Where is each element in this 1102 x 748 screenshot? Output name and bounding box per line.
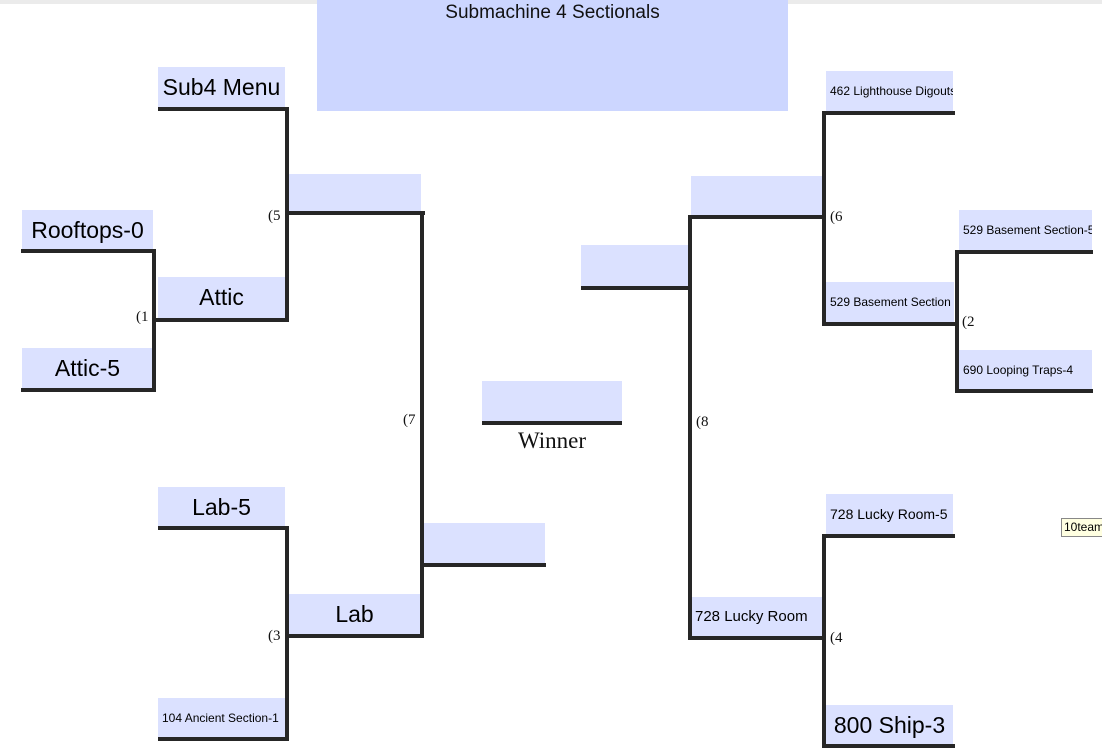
bracket-line: [822, 322, 959, 326]
bracket-line: [688, 636, 826, 640]
bracket-line: [158, 737, 289, 741]
bracket-line: [955, 250, 959, 393]
slot-lab-5[interactable]: Lab-5: [158, 487, 285, 527]
title-banner: Submachine 4 Sectionals: [317, 0, 788, 111]
bracket-line: [688, 215, 826, 219]
bracket-line: [21, 249, 156, 253]
bracket-title: Submachine 4 Sectionals: [445, 2, 660, 23]
bracket-line: [285, 526, 289, 741]
slot-attic-5[interactable]: Attic-5: [22, 348, 153, 389]
seed-label-5: (5: [268, 208, 281, 224]
bracket-line: [158, 107, 289, 111]
slot-basement-section[interactable]: 529 Basement Section: [826, 282, 954, 322]
seed-label-4: (4: [830, 630, 843, 646]
slot-ship[interactable]: 800 Ship-3: [826, 705, 953, 746]
bracket-line: [285, 634, 424, 638]
seed-label-6: (6: [830, 209, 843, 225]
bracket-line: [21, 388, 156, 392]
bracket-line: [482, 421, 622, 425]
slot-lab[interactable]: Lab: [289, 594, 420, 634]
slot-sub4-menu[interactable]: Sub4 Menu: [158, 67, 285, 107]
seed-label-2: (2: [962, 314, 975, 330]
bracket-line: [420, 563, 546, 567]
bracket-line: [581, 286, 692, 290]
bracket-line: [822, 534, 826, 748]
bracket-line: [822, 744, 955, 748]
bracket-line: [955, 389, 1093, 393]
slot-lucky-room-5[interactable]: 728 Lucky Room-5: [826, 494, 953, 534]
seed-label-8: (8: [696, 414, 709, 430]
bracket-line: [420, 211, 424, 638]
seed-label-3: (3: [268, 628, 281, 644]
slot-rooftops[interactable]: Rooftops-0: [22, 210, 153, 250]
slot-ancient-section[interactable]: 104 Ancient Section-1: [158, 698, 285, 738]
bracket-line: [285, 211, 425, 215]
slot-looping-traps[interactable]: 690 Looping Traps-4: [959, 350, 1092, 390]
slot-left-semifinal-top[interactable]: [289, 174, 421, 212]
bracket-line: [158, 526, 289, 530]
bracket-line: [688, 215, 692, 640]
slot-attic[interactable]: Attic: [158, 277, 285, 318]
slot-lighthouse-digouts[interactable]: 462 Lighthouse Digouts: [826, 71, 953, 111]
slot-right-semifinal-top[interactable]: [691, 176, 824, 216]
seed-label-1: (1: [136, 309, 149, 325]
slot-left-final[interactable]: [424, 523, 545, 563]
bracket-line: [955, 250, 1093, 254]
winner-label: Winner: [517, 428, 587, 453]
seed-label-7: (7: [403, 412, 416, 428]
slot-basement-section-5[interactable]: 529 Basement Section-5: [959, 210, 1092, 250]
slot-lucky-room[interactable]: 728 Lucky Room: [691, 597, 822, 637]
bracket-line: [822, 111, 955, 115]
tooltip: 10team: [1061, 518, 1102, 537]
slot-right-final[interactable]: [581, 245, 689, 287]
bracket-line: [822, 534, 955, 538]
bracket-line: [152, 318, 289, 322]
slot-champion[interactable]: [482, 381, 622, 421]
